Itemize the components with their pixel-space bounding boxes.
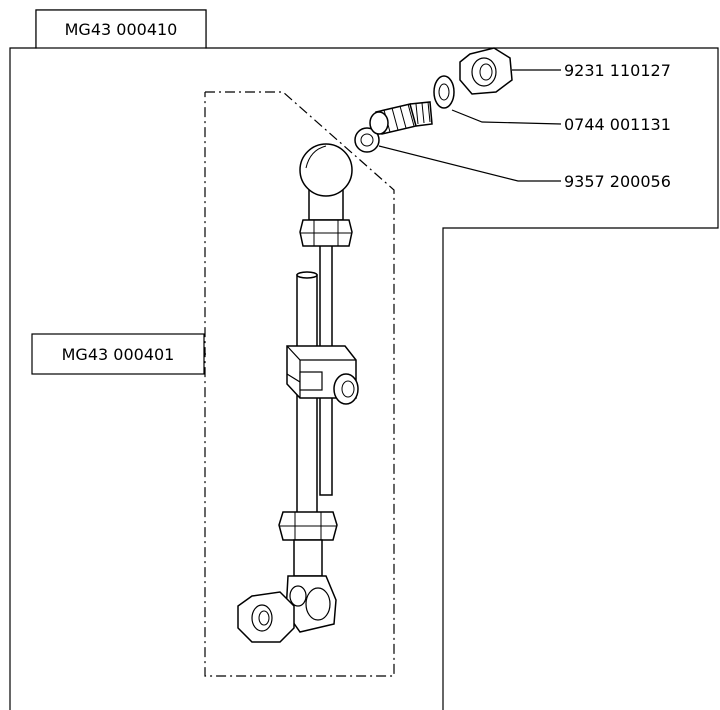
part-number-ring: 9357 200056 [564, 172, 671, 191]
inner-assembly-label: MG43 000401 [62, 345, 175, 364]
outer-assembly-label: MG43 000410 [65, 20, 178, 39]
outer-label-box [35, 9, 207, 49]
upper-ball-highlight [305, 145, 327, 169]
leader-washer [451, 109, 562, 125]
main-rod-top [296, 271, 318, 279]
inner-assembly-boundary [204, 91, 395, 677]
part-number-washer: 0744 001131 [564, 115, 671, 134]
linkage-rod [237, 143, 359, 643]
part-number-nut: 9231 110127 [564, 61, 671, 80]
inner-label-box [31, 333, 205, 375]
lower-shank [293, 539, 323, 577]
leader-ring [378, 145, 561, 182]
upper-ball [299, 143, 353, 197]
exploded-hardware [354, 47, 513, 153]
